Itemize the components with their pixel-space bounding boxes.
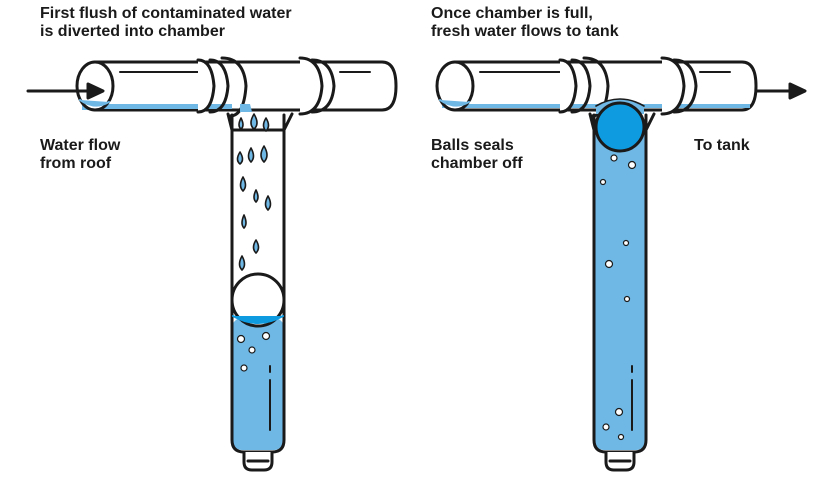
water-drop-icon — [236, 151, 244, 165]
right-tee-ring-1 — [558, 58, 578, 114]
bubble — [610, 154, 618, 162]
water-drop-icon — [264, 195, 272, 211]
bubble — [236, 334, 246, 344]
outflow-arrow — [754, 82, 807, 100]
right-diverter — [435, 56, 807, 472]
left-water-drops — [236, 113, 272, 271]
right-title-line-2: fresh water flows to tank — [431, 23, 619, 40]
left-float-ball — [230, 272, 286, 328]
right-diagram-title: Once chamber is full, fresh water flows … — [431, 5, 619, 41]
right-pipe — [435, 56, 758, 132]
left-title-line-1: First flush of contaminated water — [40, 5, 292, 22]
water-drop-icon — [262, 117, 270, 132]
water-drop-icon — [247, 147, 255, 163]
to-tank-label: To tank — [694, 137, 750, 155]
right-title-line-1: Once chamber is full, — [431, 5, 593, 22]
water-drop-icon — [250, 113, 258, 130]
bubble — [623, 295, 631, 303]
left-opening-water — [79, 99, 110, 107]
left-tee-ring-2 — [208, 58, 230, 114]
ball-seals-line-1: Balls seals — [431, 137, 514, 154]
right-pipe-opening — [435, 60, 475, 112]
water-drop-icon — [239, 176, 247, 192]
left-ball-water-line — [232, 315, 284, 324]
left-diverter — [26, 56, 398, 472]
water-drop-icon — [238, 255, 246, 271]
left-diagram-title: First flush of contaminated water is div… — [40, 5, 292, 41]
bubble — [602, 423, 610, 431]
right-tee-ring-5 — [672, 58, 698, 114]
inflow-arrow — [26, 82, 105, 100]
water-drop-icon — [238, 117, 244, 130]
bubble — [599, 178, 607, 186]
right-bubbles — [599, 154, 637, 441]
bubble — [627, 160, 637, 170]
left-bubbles — [236, 331, 271, 372]
water-flow-line-1: Water flow — [40, 137, 121, 154]
right-tee-ring-2 — [570, 58, 592, 114]
left-title-line-2: is diverted into chamber — [40, 23, 225, 40]
right-chamber-water — [594, 118, 646, 450]
bubble — [261, 331, 271, 341]
left-pipe — [75, 56, 398, 132]
left-tee-ring-3 — [220, 56, 248, 118]
left-chamber — [230, 113, 286, 472]
right-tee-neck — [588, 112, 656, 132]
left-pipe-water-fill — [98, 104, 232, 109]
water-drop-icon — [260, 145, 268, 163]
ball-seals-line-2: chamber off — [431, 155, 523, 172]
right-chamber — [592, 113, 648, 472]
bubble — [240, 364, 248, 372]
left-tee-water — [240, 104, 252, 112]
bubble — [248, 346, 256, 354]
water-flow-line-2: from roof — [40, 155, 112, 172]
water-drop-icon — [252, 239, 260, 254]
water-drop-icon — [253, 189, 259, 203]
bubble — [617, 433, 625, 441]
water-drop-icon — [241, 214, 247, 229]
bubble — [604, 259, 614, 269]
right-opening-water — [439, 99, 470, 107]
water-flow-label: Water flow from roof — [40, 137, 120, 173]
right-tee-ring-4 — [660, 56, 686, 116]
left-tee-ring-5 — [310, 58, 336, 114]
to-tank-line-1: To tank — [694, 137, 750, 154]
ball-seals-label: Balls seals chamber off — [431, 137, 523, 173]
bubble — [614, 407, 624, 417]
right-sealing-ball — [594, 101, 646, 153]
left-tee-ring-4 — [298, 56, 324, 116]
left-tee-neck — [226, 112, 294, 132]
left-tee-ring-1 — [196, 58, 216, 114]
bubble — [622, 239, 630, 247]
